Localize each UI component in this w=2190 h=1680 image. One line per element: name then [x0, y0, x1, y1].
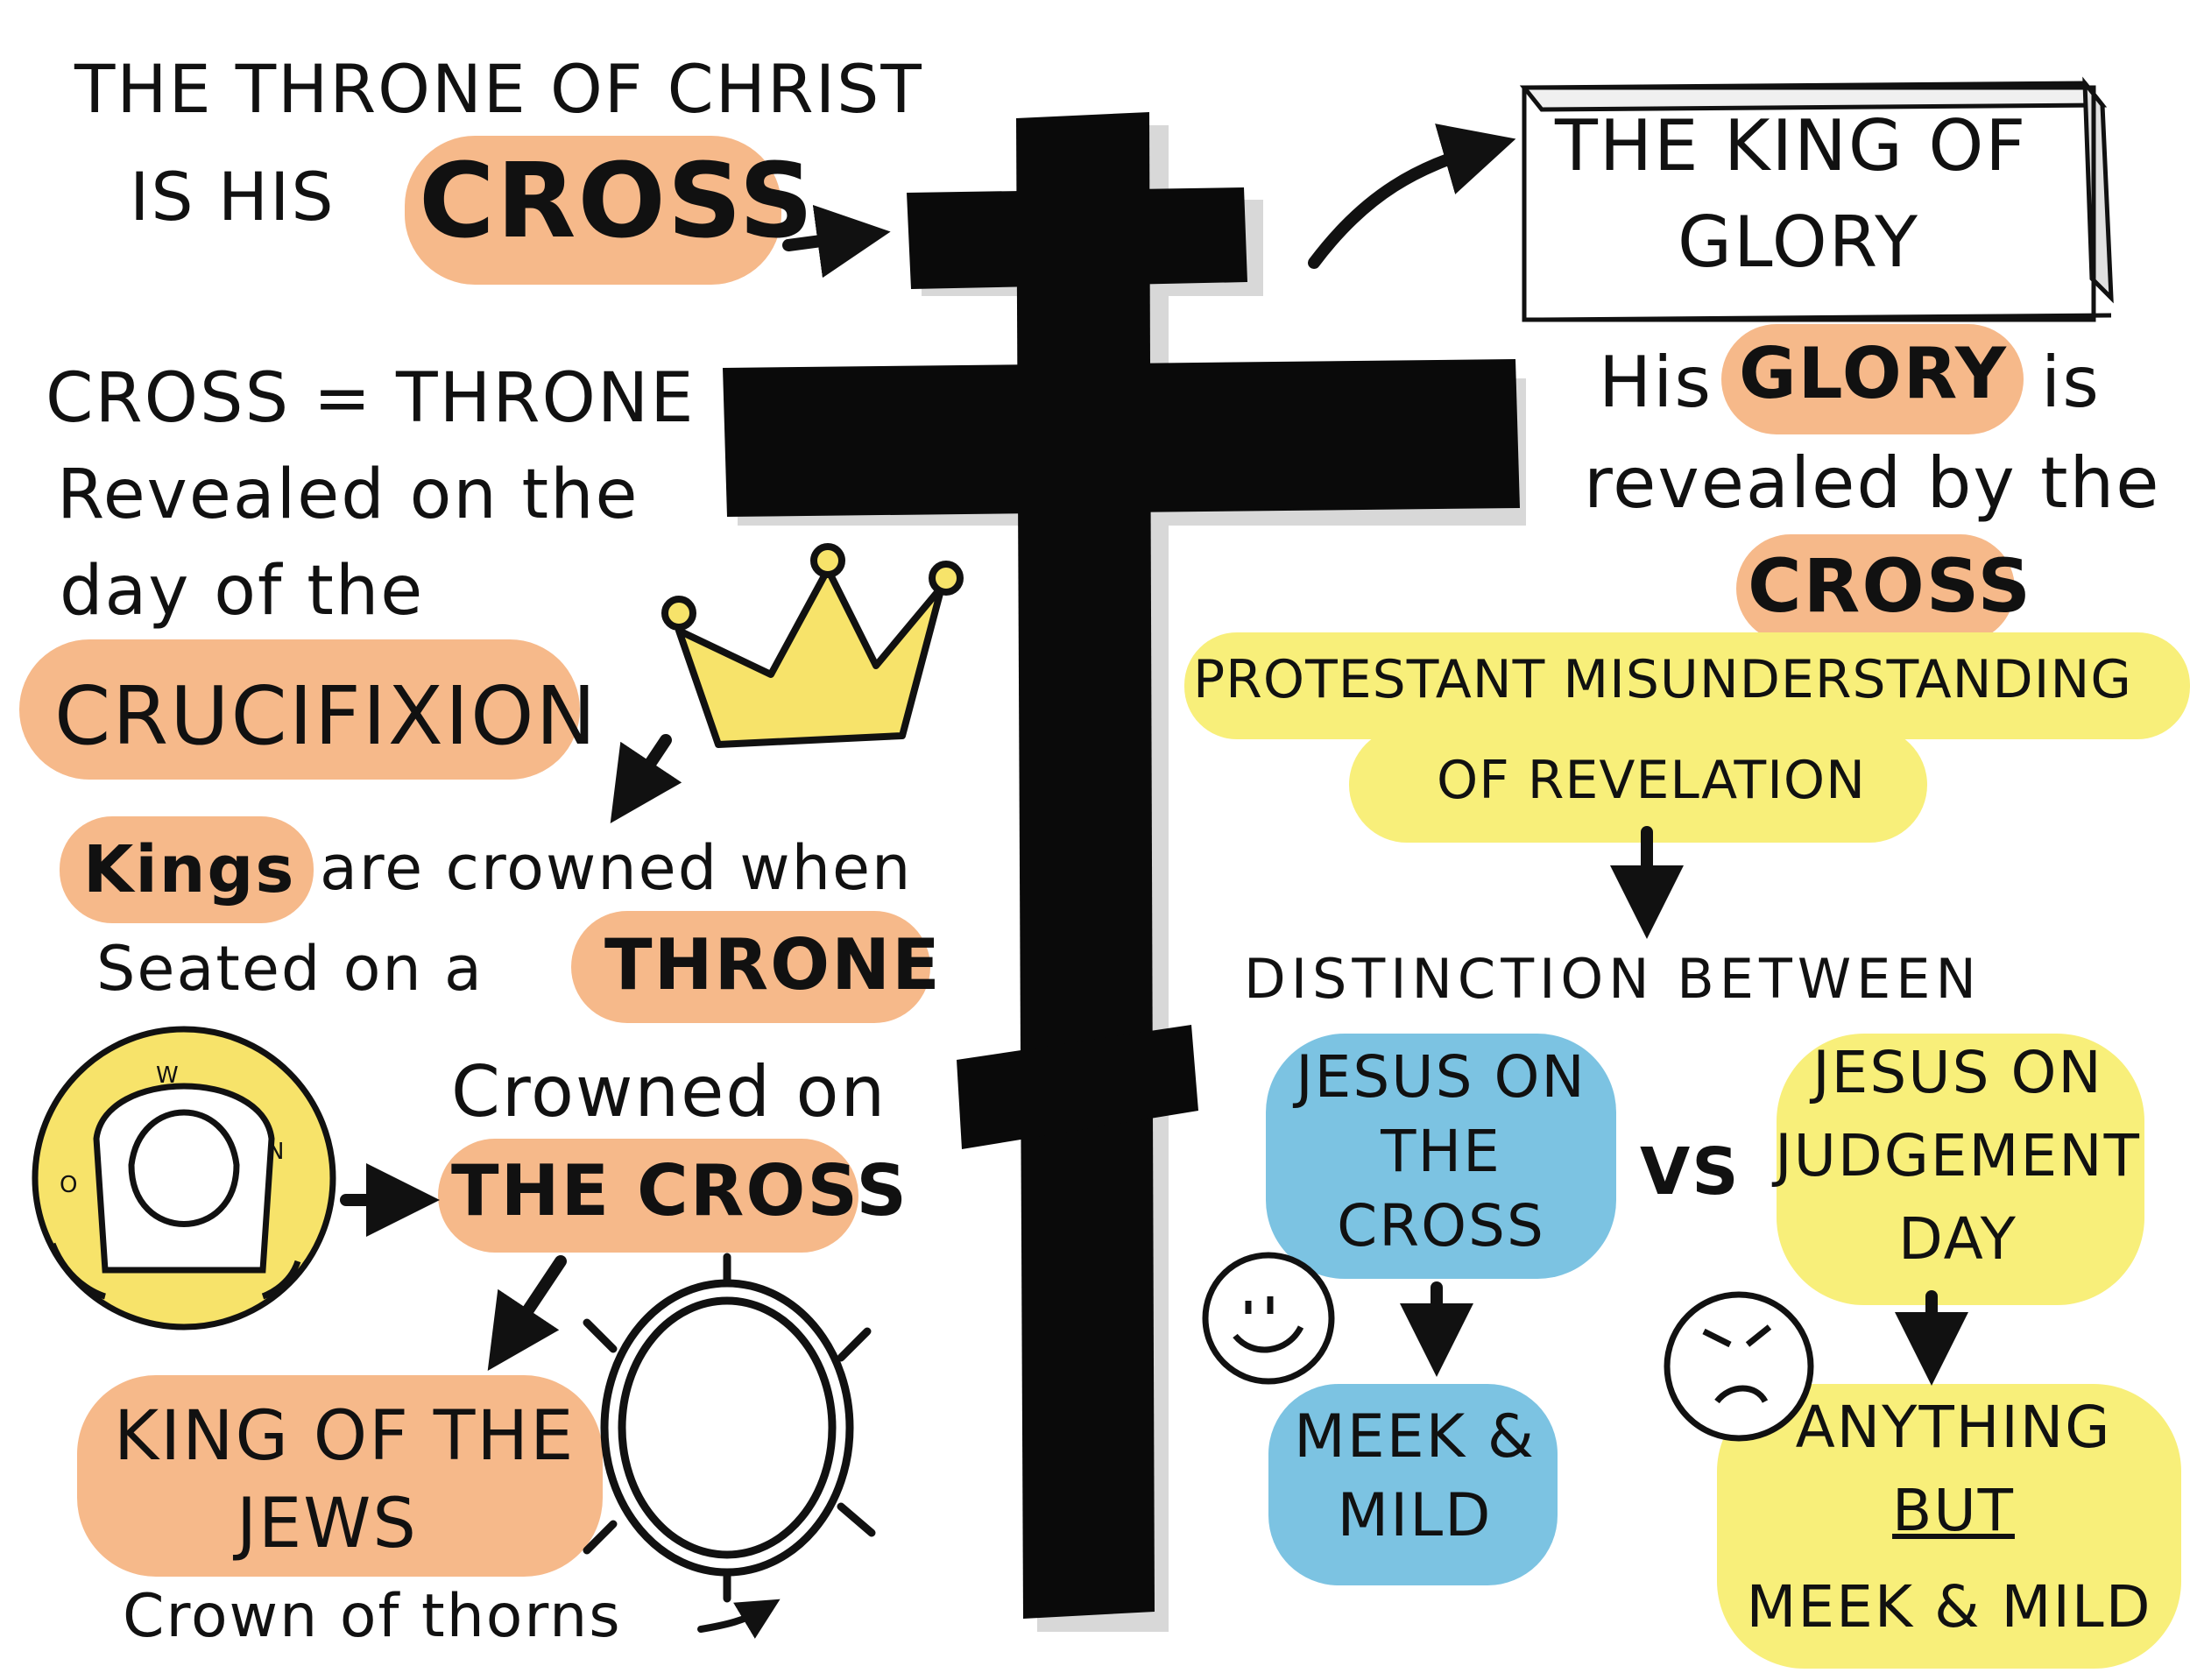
plaque-line-2: GLORY — [1678, 201, 1920, 283]
halo-letter-w: W — [156, 1062, 180, 1089]
plaque-line-1: THE KING OF — [1555, 105, 2028, 187]
glory-emphasis: GLORY — [1739, 333, 2008, 414]
highlight-protestant — [1184, 632, 2190, 739]
highlight-king-jews — [77, 1375, 603, 1577]
highlight-throne — [571, 911, 930, 1023]
revealed-by-the: revealed by the — [1584, 442, 2161, 524]
jesus-on-judgement-line-2: JUDGEMENT — [1775, 1122, 2141, 1189]
jesus-on-the-cross-line-3: CROSS — [1337, 1192, 1545, 1260]
kings-emphasis: Kings — [83, 832, 296, 907]
highlight-glory — [1721, 324, 2024, 434]
meek-and-mild-line-2: MILD — [1337, 1481, 1493, 1550]
is-label: is — [2041, 342, 2101, 423]
crown-of-thorns-drawing — [583, 1253, 876, 1603]
halo-letter-o: O — [60, 1172, 80, 1198]
orthodox-cross-drawing — [723, 112, 1520, 1619]
jesus-on-the-cross-line-1: JESUS ON — [1296, 1043, 1586, 1111]
jesus-on-judgement-line-3: DAY — [1897, 1205, 2017, 1273]
crown-drawing — [661, 543, 964, 748]
crowned-on: Crowned on — [451, 1051, 887, 1133]
arrows — [340, 124, 1968, 1639]
distinction-between: DISTINCTION BETWEEN — [1244, 947, 1982, 1011]
anything-but-line-2: BUT — [1892, 1477, 2015, 1544]
smiley-face-drawing — [1202, 1252, 1335, 1385]
crown-of-thorns-label: Crown of thorns — [123, 1582, 622, 1651]
his-label: His — [1599, 342, 1713, 423]
protestant-line-2: OF REVELATION — [1437, 750, 1867, 811]
highlight-the-cross — [438, 1139, 858, 1253]
cross-equals-throne: CROSS = THRONE — [46, 359, 696, 438]
heading-line-2-prefix: IS HIS — [130, 158, 336, 236]
revealed-line-1: Revealed on the — [57, 455, 639, 534]
highlight-cross-right — [1736, 534, 2015, 643]
heading-line-1: THE THRONE OF CHRIST — [74, 50, 923, 128]
king-of-the-jews-line-2: JEWS — [237, 1485, 418, 1564]
anything-but-line-3: MEEK & MILD — [1746, 1573, 2152, 1641]
highlight-jesus-cross — [1266, 1034, 1616, 1279]
heading-cross-emphasis: CROSS — [419, 140, 816, 261]
highlight-anything — [1717, 1384, 2181, 1669]
plaque-drawing — [1519, 76, 2114, 322]
the-cross-emphasis: THE CROSS — [451, 1150, 908, 1232]
revealed-line-2: day of the — [60, 552, 425, 631]
highlight-meek — [1268, 1384, 1558, 1585]
throne-emphasis: THRONE — [604, 924, 942, 1006]
highlight-crucifixion — [19, 639, 580, 780]
vs-label: VS — [1640, 1134, 1741, 1210]
kings-are-crowned: are crowned when — [320, 832, 913, 904]
highlight-cross-heading — [405, 136, 781, 285]
highlight-kings — [60, 816, 314, 923]
jesus-on-judgement-line-1: JESUS ON — [1812, 1039, 2103, 1106]
anything-but-line-1: ANYTHING — [1795, 1394, 2112, 1461]
angry-face-drawing — [1664, 1291, 1814, 1442]
halo-letter-n: N — [267, 1139, 286, 1165]
seated-on-a: Seated on a — [96, 933, 484, 1005]
highlight-revelation — [1349, 727, 1927, 843]
christ-icon-drawing — [32, 1026, 336, 1331]
meek-and-mild-line-1: MEEK & — [1294, 1402, 1536, 1472]
cross-emphasis-right: CROSS — [1748, 543, 2032, 629]
king-of-the-jews-line-1: KING OF THE — [114, 1397, 576, 1476]
highlight-jesus-judgement — [1777, 1034, 2144, 1305]
jesus-on-the-cross-line-2: THE — [1381, 1118, 1501, 1185]
crucifixion-label: CRUCIFIXION — [54, 669, 598, 763]
protestant-line-1: PROTESTANT MISUNDERSTANDING — [1193, 649, 2132, 710]
